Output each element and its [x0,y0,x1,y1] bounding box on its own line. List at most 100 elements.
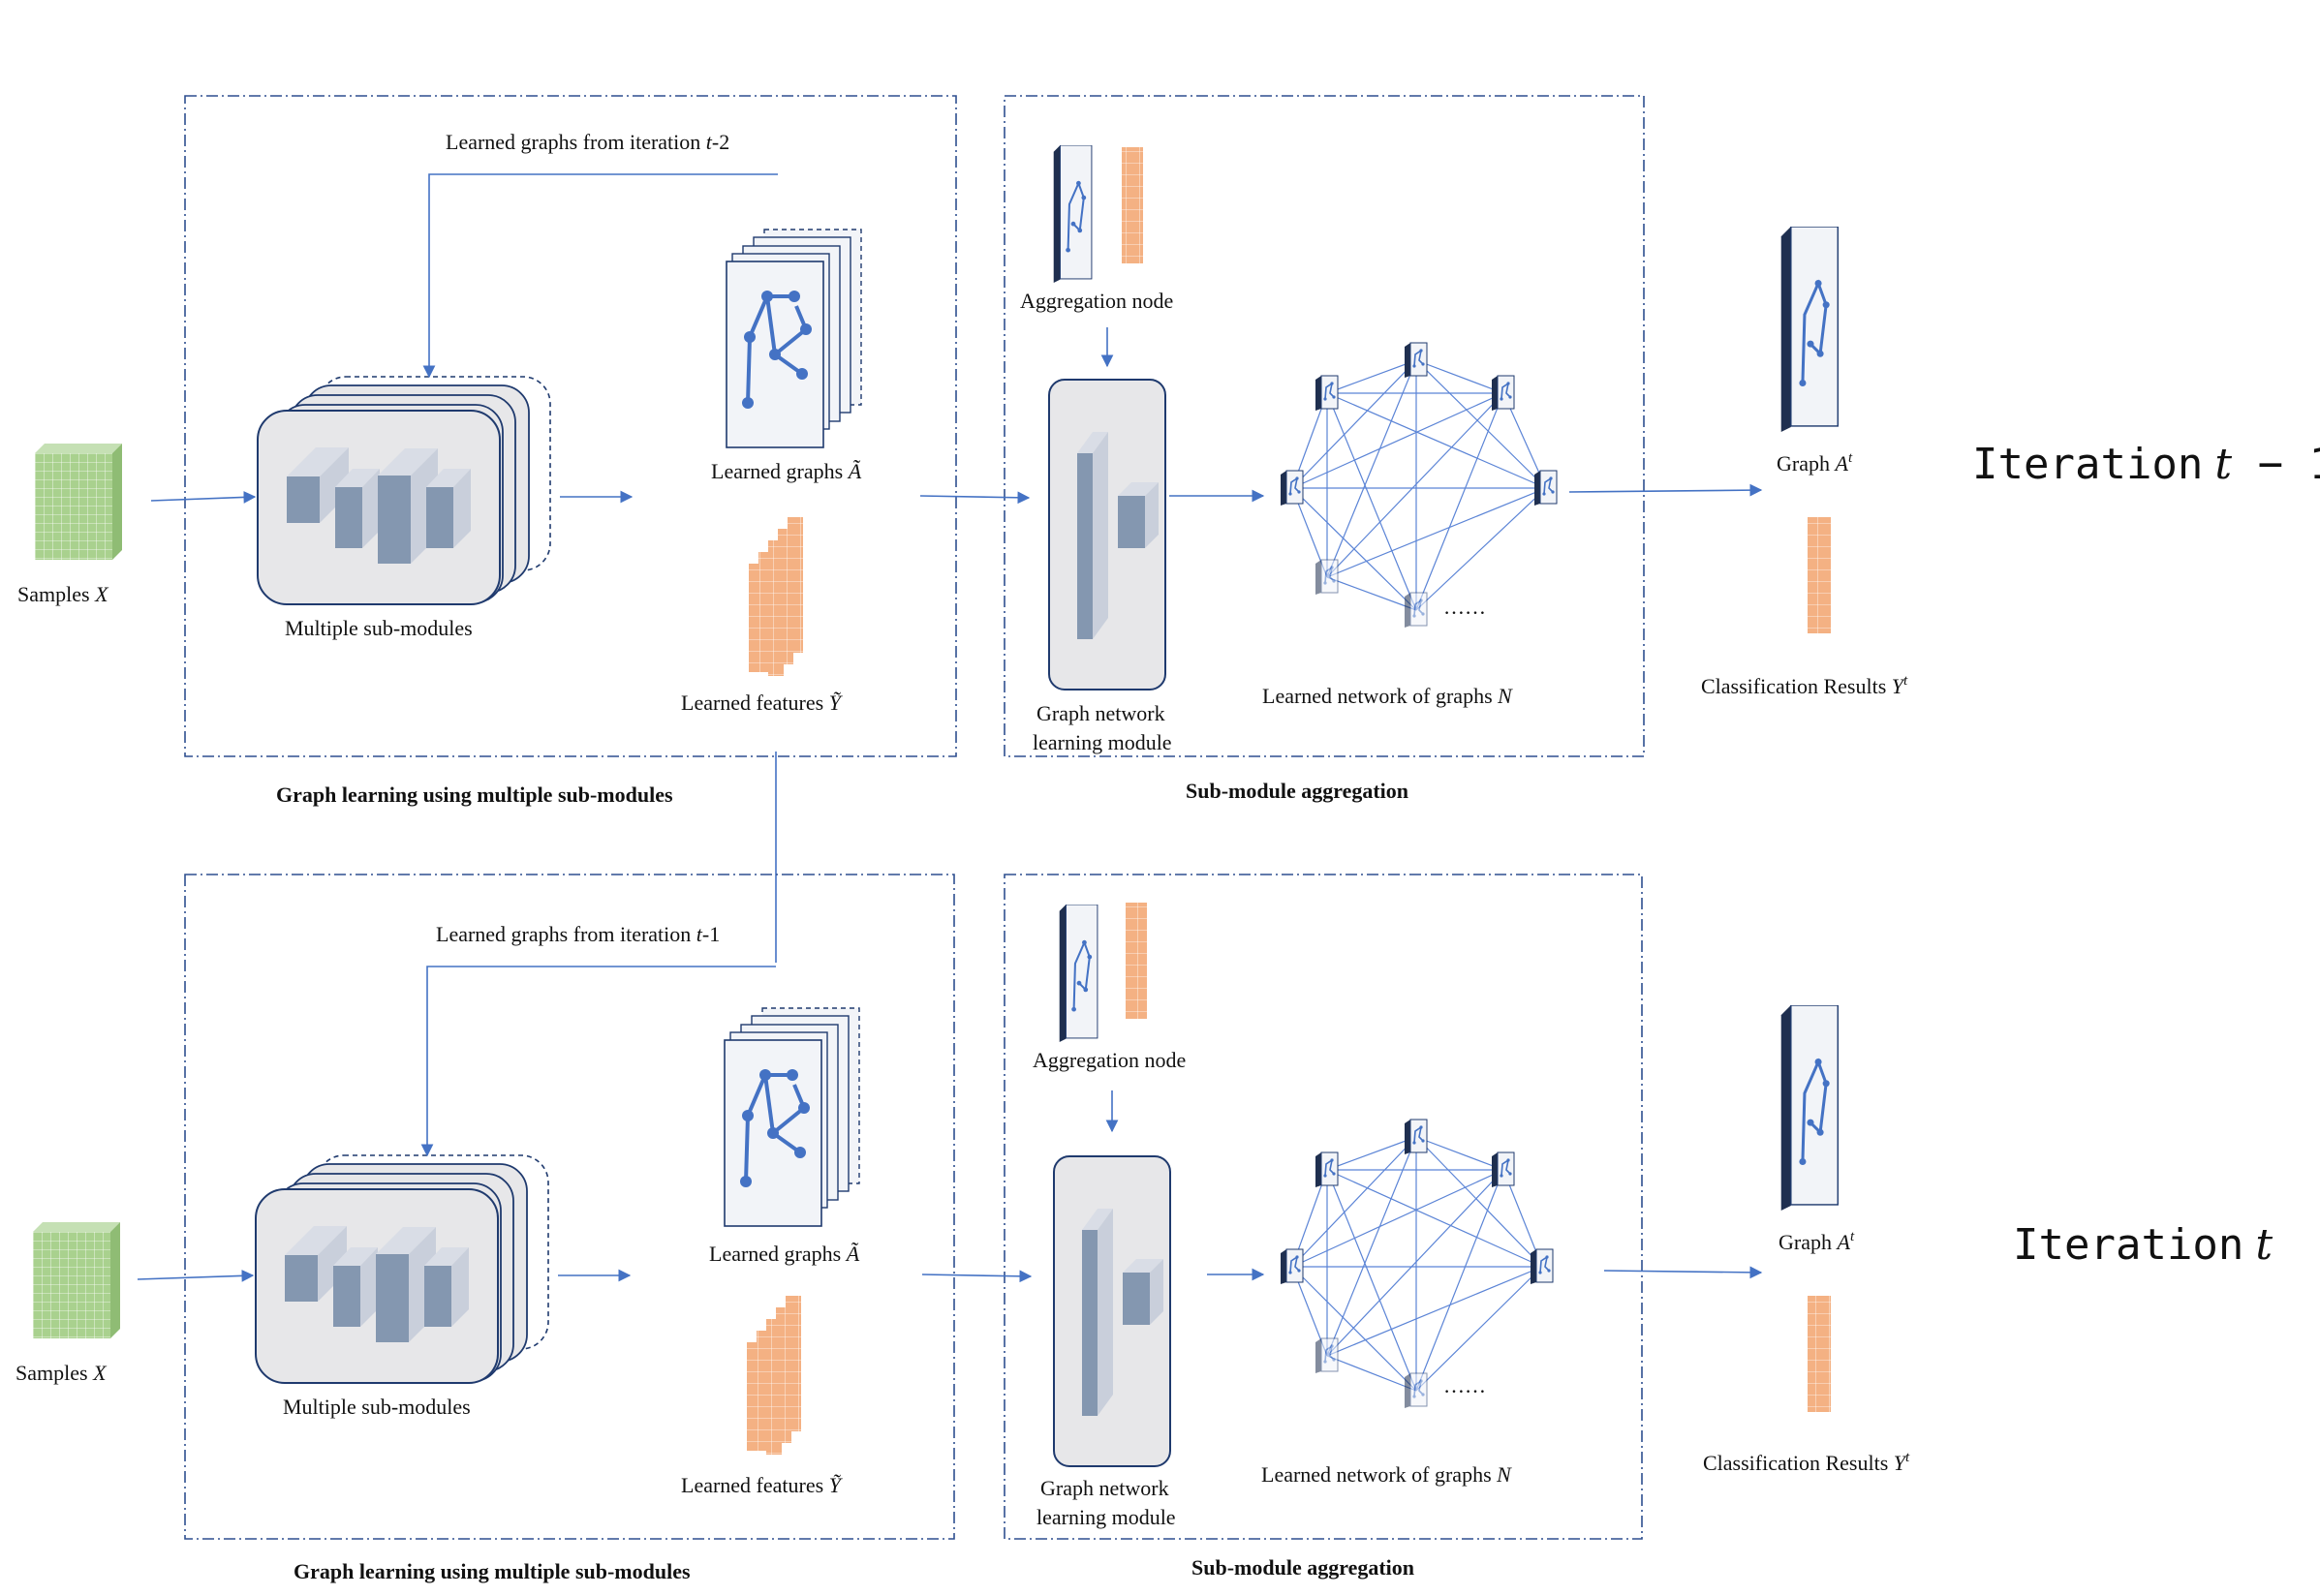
arrow-network-to-output [1603,1266,1763,1279]
gnl-module [1053,1155,1171,1467]
network-edge [1326,1355,1417,1392]
network-edge [1326,359,1417,394]
network-edge [1291,359,1417,489]
feedback-arrow [422,173,778,379]
network-edge [1326,392,1504,578]
network-edge [1415,359,1547,489]
network-label: Learned network of graphs N [1262,684,1513,708]
network-node-graph-icon [1405,591,1428,629]
learned-features-icon [747,1296,801,1455]
network-edge [1326,392,1547,489]
gnl-label-line1: Graph network [1036,701,1165,725]
network-node-graph-icon [1531,1247,1554,1286]
iteration-row-2: Samples X Multiple sub-modules Learned g… [15,874,2273,1583]
output-graph-label: Graph At [1777,450,1853,476]
network-edge [1326,1169,1417,1392]
network-node-graph-icon [1405,1118,1428,1156]
aggregation-caption: Sub-module aggregation [1186,779,1408,803]
network-edge [1415,1136,1543,1268]
network-edge [1415,392,1504,611]
feedback-arrow [420,966,776,1157]
network-label: Learned network of graphs N [1261,1462,1512,1487]
learned-from-label: Learned graphs from iteration t-1 [436,922,720,946]
samples-label: Samples X [17,582,109,606]
iteration-row-1: Samples X Multiple sub-modules Learned g… [17,95,2320,807]
learned-graphs-icon [724,1007,860,1227]
arrow-network-to-output [1568,483,1763,497]
network-edge [1326,487,1547,578]
network-edge [1415,1169,1504,1392]
aggregation-graph-icon [1058,905,1099,1042]
submodules-stack [255,1154,549,1384]
network-edge [1291,1136,1417,1268]
network-node-graph-icon [1315,558,1339,597]
network-edge [1291,1169,1504,1268]
network-node-graph-icon [1281,1247,1304,1286]
samples-label: Samples X [15,1361,108,1385]
network-edge [1415,487,1547,611]
network-edge [1326,1136,1417,1357]
network-edge [1415,359,1504,394]
learned-features-icon [749,517,803,676]
network-edge [1291,392,1504,489]
output-graph-icon [1780,227,1840,432]
network-node-graph-icon [1315,1151,1339,1189]
network-edge [1326,1136,1417,1171]
network-ellipsis: …… [1443,595,1486,619]
network-node-graph-icon [1315,1336,1339,1375]
network-edge [1326,576,1417,611]
samples-cube-icon [33,1222,120,1338]
gnl-label-line2: learning module [1036,1505,1176,1529]
aggregation-feature-icon [1126,903,1147,1019]
network-node-graph-icon [1315,374,1339,413]
network-node-graph-icon [1492,1151,1515,1189]
output-graph-label: Graph At [1779,1229,1855,1254]
output-graph-icon [1780,1005,1840,1211]
network-edge [1326,1169,1504,1357]
classification-feature-icon [1808,517,1831,633]
learned-graphs-label: Learned graphs Ã [709,1242,860,1266]
gnl-label-line2: learning module [1033,730,1172,754]
learned-features-label: Learned features Ỹ [681,691,844,715]
graph-network [1281,341,1558,629]
learned-graphs-label: Learned graphs Ã [711,459,862,483]
network-edge [1415,1136,1504,1171]
network-edge [1326,392,1417,611]
graph-learning-frame [184,874,955,1540]
aggregation-frame [1004,95,1645,757]
network-node-graph-icon [1405,1371,1428,1410]
submodules-label: Multiple sub-modules [283,1395,471,1419]
arrow-to-aggregation [919,491,1031,505]
classification-feature-icon [1808,1296,1831,1412]
graph-learning-caption: Graph learning using multiple sub-module… [276,783,673,807]
aggregation-node-label: Aggregation node [1033,1048,1186,1072]
network-node-graph-icon [1492,374,1515,413]
network-edge [1291,1266,1417,1392]
learned-features-label: Learned features Ỹ [681,1473,844,1497]
gnl-module [1048,379,1166,691]
network-ellipsis: …… [1443,1373,1486,1397]
learned-from-label: Learned graphs from iteration t-2 [446,130,729,154]
network-node-graph-icon [1405,341,1428,380]
aggregation-node-label: Aggregation node [1020,289,1173,313]
classification-label: Classification Results Yt [1701,673,1908,698]
graph-learning-caption: Graph learning using multiple sub-module… [294,1559,691,1583]
arrow-to-aggregation [921,1270,1033,1283]
aggregation-frame [1004,874,1643,1540]
network-edge [1415,1266,1543,1392]
samples-cube-icon [35,444,122,560]
network-node-graph-icon [1534,469,1558,507]
network-edge [1326,359,1417,578]
network-edge [1326,1266,1543,1357]
aggregation-feature-icon [1122,147,1143,263]
aggregation-caption: Sub-module aggregation [1191,1555,1414,1580]
graph-learning-frame [184,95,957,757]
network-node-graph-icon [1281,469,1304,507]
submodules-stack [257,376,551,605]
learned-graphs-icon [726,229,862,448]
aggregation-graph-icon [1052,145,1094,283]
classification-label: Classification Results Yt [1703,1450,1910,1475]
submodules-label: Multiple sub-modules [285,616,473,640]
